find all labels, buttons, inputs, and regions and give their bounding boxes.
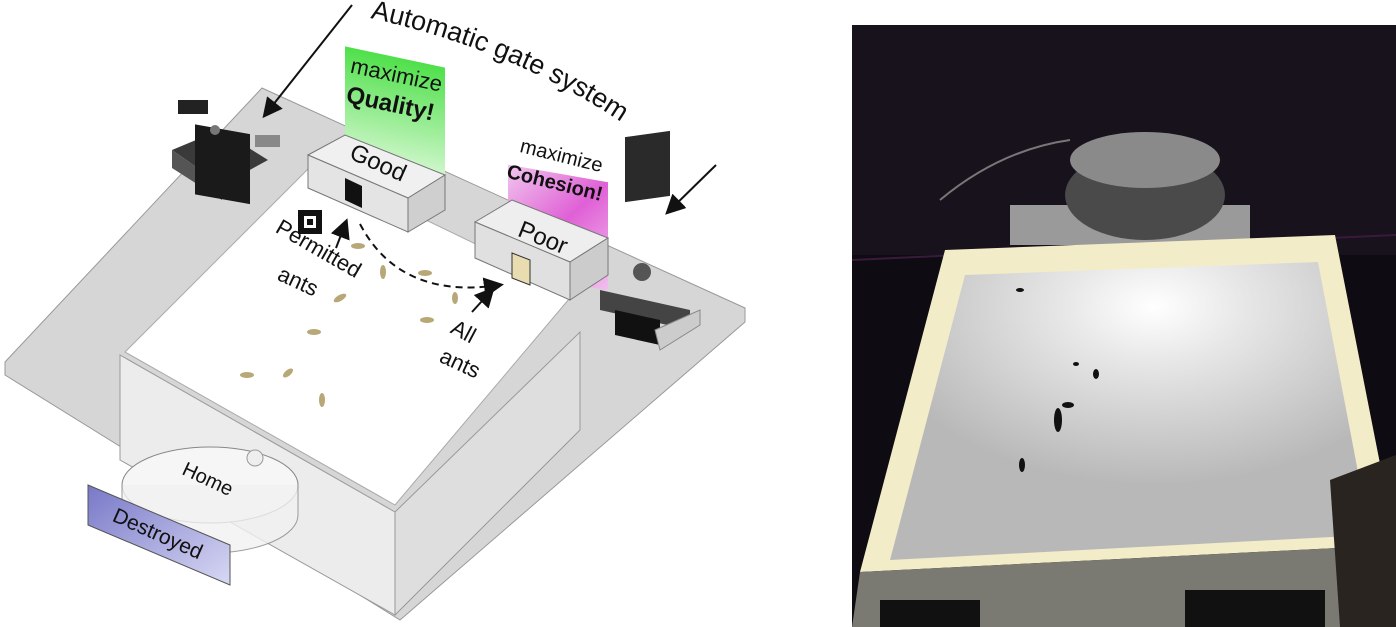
gate-arrow-left [262,4,353,119]
arena-photo [851,25,1396,627]
permitted-arrow [330,218,350,249]
destroyed-sign [87,484,231,586]
tray-floor [890,262,1370,560]
good-nest-box [306,46,447,233]
ants [240,243,458,407]
dashed-route-arrow [359,223,504,298]
arena-right-wall [394,330,581,617]
left-motor-icon [172,100,280,205]
right-motor-icon [600,130,701,351]
arena-diagram: Automatic gate system maximize Quality! … [4,0,746,621]
gate-arrow-right [665,164,717,215]
poor-nest-box [473,164,610,301]
photo-ants [1016,288,1099,472]
